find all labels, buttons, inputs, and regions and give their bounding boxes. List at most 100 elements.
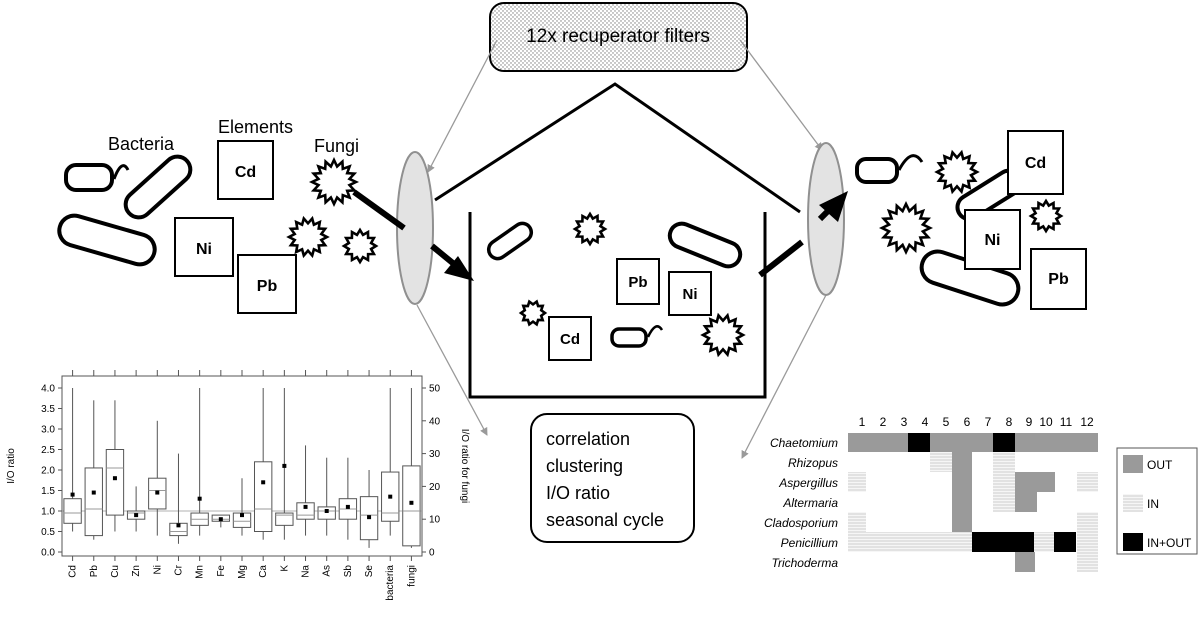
- fungus-spore-icon: [700, 312, 746, 358]
- analysis-line: seasonal cycle: [546, 510, 664, 530]
- mean-marker: [240, 513, 244, 518]
- element-box-cd-right: Cd: [1007, 130, 1064, 195]
- fungi-spores-indoor: [518, 211, 746, 358]
- mean-marker: [134, 513, 139, 518]
- element-box-ni-indoor: Ni: [668, 271, 712, 316]
- indoor-particles: [486, 221, 743, 348]
- category-label: K: [279, 565, 290, 572]
- legend-in-out: IN+OUT: [1147, 536, 1192, 550]
- box: [402, 465, 421, 547]
- box-bacteria: [381, 388, 400, 536]
- outdoor-left-particles: [57, 154, 193, 267]
- element-box-pb-indoor: Pb: [616, 258, 660, 305]
- box: [84, 467, 103, 537]
- species-label: Trichoderma: [772, 556, 839, 570]
- mean-marker: [218, 517, 223, 522]
- svg-text:Cd: Cd: [235, 164, 256, 181]
- mean-marker: [91, 490, 96, 495]
- category-label: Na: [301, 565, 312, 578]
- species-labels: ChaetomiumRhizopusAspergillusAltermariaC…: [764, 436, 838, 570]
- inflow-arrow: [352, 189, 474, 281]
- category-label: Se: [364, 565, 375, 578]
- box-fungi: [402, 388, 421, 548]
- mean-marker: [261, 480, 266, 485]
- box-Mn: [190, 388, 209, 536]
- category-label: Mg: [237, 565, 248, 579]
- box-As: [317, 457, 336, 536]
- filters-label: 12x recuperator filters: [526, 26, 710, 47]
- box-Sb: [338, 457, 358, 540]
- box-Cd: [63, 388, 82, 532]
- column-number: 11: [1060, 415, 1073, 429]
- mean-marker: [282, 463, 287, 468]
- box: [317, 506, 336, 520]
- tick-label: 30: [429, 449, 441, 460]
- species-label: Cladosporium: [764, 516, 838, 530]
- category-label: fungi: [406, 565, 417, 587]
- bacterium-icon: [57, 213, 157, 267]
- flagellum-icon: [897, 154, 924, 171]
- elements-label: Elements: [218, 117, 293, 137]
- box-Ni: [148, 420, 167, 536]
- tick-label: 1.5: [41, 486, 55, 497]
- box: [232, 512, 252, 528]
- flagellum-icon: [646, 325, 664, 338]
- category-label: bacteria: [385, 565, 396, 601]
- analysis-line: correlation: [546, 429, 630, 449]
- column-number: 1: [859, 415, 866, 429]
- analysis-methods-box: correlation clustering I/O ratio seasona…: [530, 413, 695, 543]
- tick-label: 3.5: [41, 404, 55, 415]
- svg-text:Pb: Pb: [1048, 271, 1069, 288]
- heatmap-cells: [848, 433, 1098, 572]
- legend-out: OUT: [1147, 458, 1173, 472]
- recuperator-filters-box: 12x recuperator filters: [489, 2, 748, 72]
- fungus-spore-icon: [518, 299, 548, 327]
- category-label: Fe: [216, 565, 227, 577]
- analysis-line: clustering: [546, 456, 623, 476]
- tick-label: 2.5: [41, 445, 55, 456]
- box: [275, 512, 294, 526]
- mean-marker: [197, 496, 202, 501]
- svg-text:Ni: Ni: [683, 286, 698, 303]
- bacterium-icon: [610, 327, 648, 348]
- species-label: Penicillium: [781, 536, 838, 550]
- mean-marker: [409, 500, 414, 505]
- mean-marker: [112, 476, 117, 481]
- legend-swatch-out: [1123, 455, 1143, 473]
- element-box-cd-left: Cd: [217, 140, 274, 200]
- category-label: Zn: [131, 565, 142, 577]
- bacterium-icon: [855, 157, 899, 184]
- box: [169, 522, 188, 537]
- analysis-line: I/O ratio: [546, 483, 610, 503]
- column-number: 2: [880, 415, 887, 429]
- column-number: 10: [1039, 415, 1053, 429]
- fungus-spore-icon: [572, 211, 608, 247]
- fungus-spore-icon: [878, 200, 934, 256]
- svg-text:Cd: Cd: [560, 331, 580, 348]
- column-number: 7: [985, 415, 992, 429]
- bacterium-icon: [64, 163, 114, 192]
- bacterium-icon: [667, 221, 743, 269]
- tick-label: 4.0: [41, 384, 55, 395]
- mean-marker: [388, 494, 393, 499]
- column-number: 6: [964, 415, 971, 429]
- legend-swatch-in-out: [1123, 533, 1143, 551]
- mean-marker: [155, 490, 160, 495]
- box-Ca: [253, 388, 273, 540]
- house: [434, 82, 801, 399]
- inlet-filter: [396, 151, 434, 305]
- category-label: Ca: [258, 565, 269, 578]
- mean-marker: [324, 509, 329, 513]
- tick-label: 1.0: [41, 507, 55, 518]
- box-Pb: [84, 400, 103, 540]
- outflow-arrow: [758, 191, 848, 278]
- bacterium-icon: [486, 221, 534, 261]
- svg-text:Ni: Ni: [985, 232, 1001, 249]
- species-label: Rhizopus: [788, 456, 838, 470]
- column-number: 12: [1080, 415, 1094, 429]
- fungus-spore-icon: [1028, 198, 1064, 234]
- tick-label: 20: [429, 482, 441, 493]
- box-K: [275, 388, 294, 540]
